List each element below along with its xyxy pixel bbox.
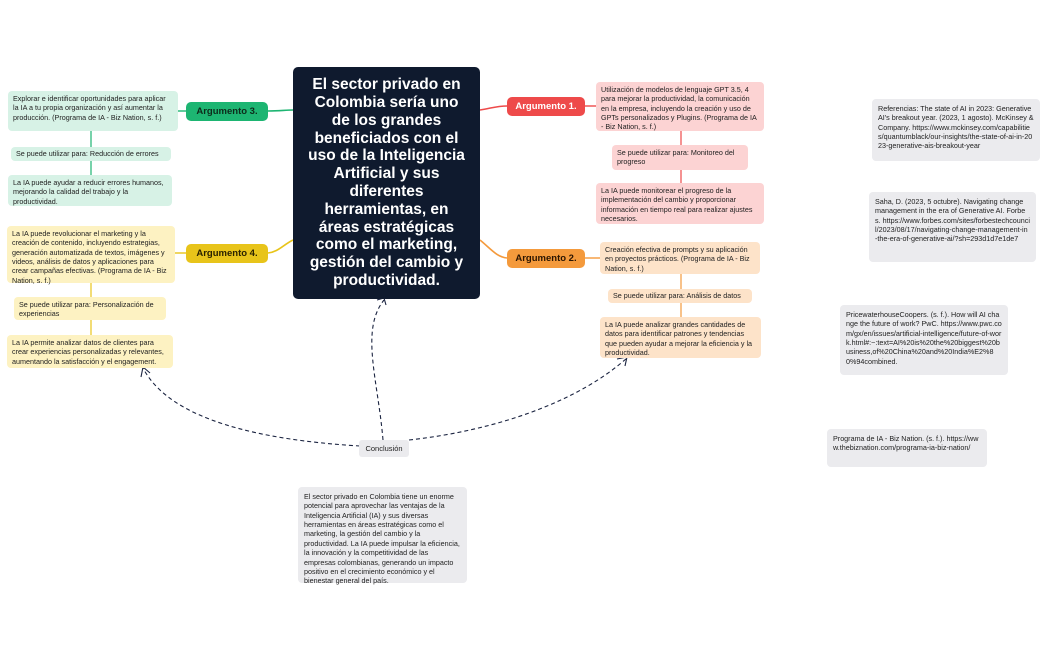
argument-1-label: Argumento 1. bbox=[515, 101, 577, 112]
conclusion-node[interactable]: Conclusión bbox=[359, 440, 409, 457]
reference-pwc[interactable]: PricewaterhouseCoopers. (s. f.). How wil… bbox=[840, 305, 1008, 375]
conclusion-text[interactable]: El sector privado en Colombia tiene un e… bbox=[298, 487, 467, 585]
argument-2-use[interactable]: Se puede utilizar para: Análisis de dato… bbox=[608, 289, 752, 303]
argument-2-label: Argumento 2. bbox=[515, 253, 577, 264]
arrowhead-central bbox=[376, 297, 387, 306]
argument-2-pill[interactable]: Argumento 2. bbox=[507, 249, 585, 268]
argument-1-pill[interactable]: Argumento 1. bbox=[507, 97, 585, 116]
central-topic[interactable]: El sector privado en Colombia sería uno … bbox=[293, 67, 480, 299]
argument-4-use[interactable]: Se puede utilizar para: Personalización … bbox=[14, 297, 166, 320]
dashed-to-central bbox=[371, 299, 385, 441]
argument-3-text[interactable]: Explorar e identificar oportunidades par… bbox=[8, 91, 178, 131]
dashed-to-arg2 bbox=[408, 357, 628, 441]
argument-3-detail[interactable]: La IA puede ayudar a reducir errores hum… bbox=[8, 175, 172, 206]
dashed-to-arg4 bbox=[142, 367, 361, 447]
connector-arg1 bbox=[479, 105, 508, 111]
argument-2-detail[interactable]: La IA puede analizar grandes cantidades … bbox=[600, 317, 761, 358]
argument-2-text[interactable]: Creación efectiva de prompts y su aplica… bbox=[600, 242, 760, 274]
connector-arg4 bbox=[267, 239, 294, 254]
argument-4-label: Argumento 4. bbox=[196, 248, 258, 259]
argument-1-use[interactable]: Se puede utilizar para: Monitoreo del pr… bbox=[612, 145, 748, 170]
reference-biznation[interactable]: Programa de IA - Biz Nation. (s. f.). ht… bbox=[827, 429, 987, 467]
connector-arg2 bbox=[479, 239, 508, 259]
argument-1-text[interactable]: Utilización de modelos de lenguaje GPT 3… bbox=[596, 82, 764, 131]
argument-3-use[interactable]: Se puede utilizar para: Reducción de err… bbox=[11, 147, 171, 161]
argument-4-detail[interactable]: La IA permite analizar datos de clientes… bbox=[7, 335, 173, 368]
argument-4-text[interactable]: La IA puede revolucionar el marketing y … bbox=[7, 226, 175, 285]
reference-mckinsey[interactable]: Referencias: The state of AI in 2023: Ge… bbox=[872, 99, 1040, 161]
argument-3-pill[interactable]: Argumento 3. bbox=[186, 102, 268, 121]
central-topic-text: El sector privado en Colombia sería uno … bbox=[308, 76, 465, 290]
argument-3-label: Argumento 3. bbox=[196, 106, 258, 117]
reference-forbes[interactable]: Saha, D. (2023, 5 octubre). Navigating c… bbox=[869, 192, 1036, 262]
argument-4-pill[interactable]: Argumento 4. bbox=[186, 244, 268, 263]
connector-arg3 bbox=[267, 109, 294, 112]
argument-1-detail[interactable]: La IA puede monitorear el progreso de la… bbox=[596, 183, 764, 224]
